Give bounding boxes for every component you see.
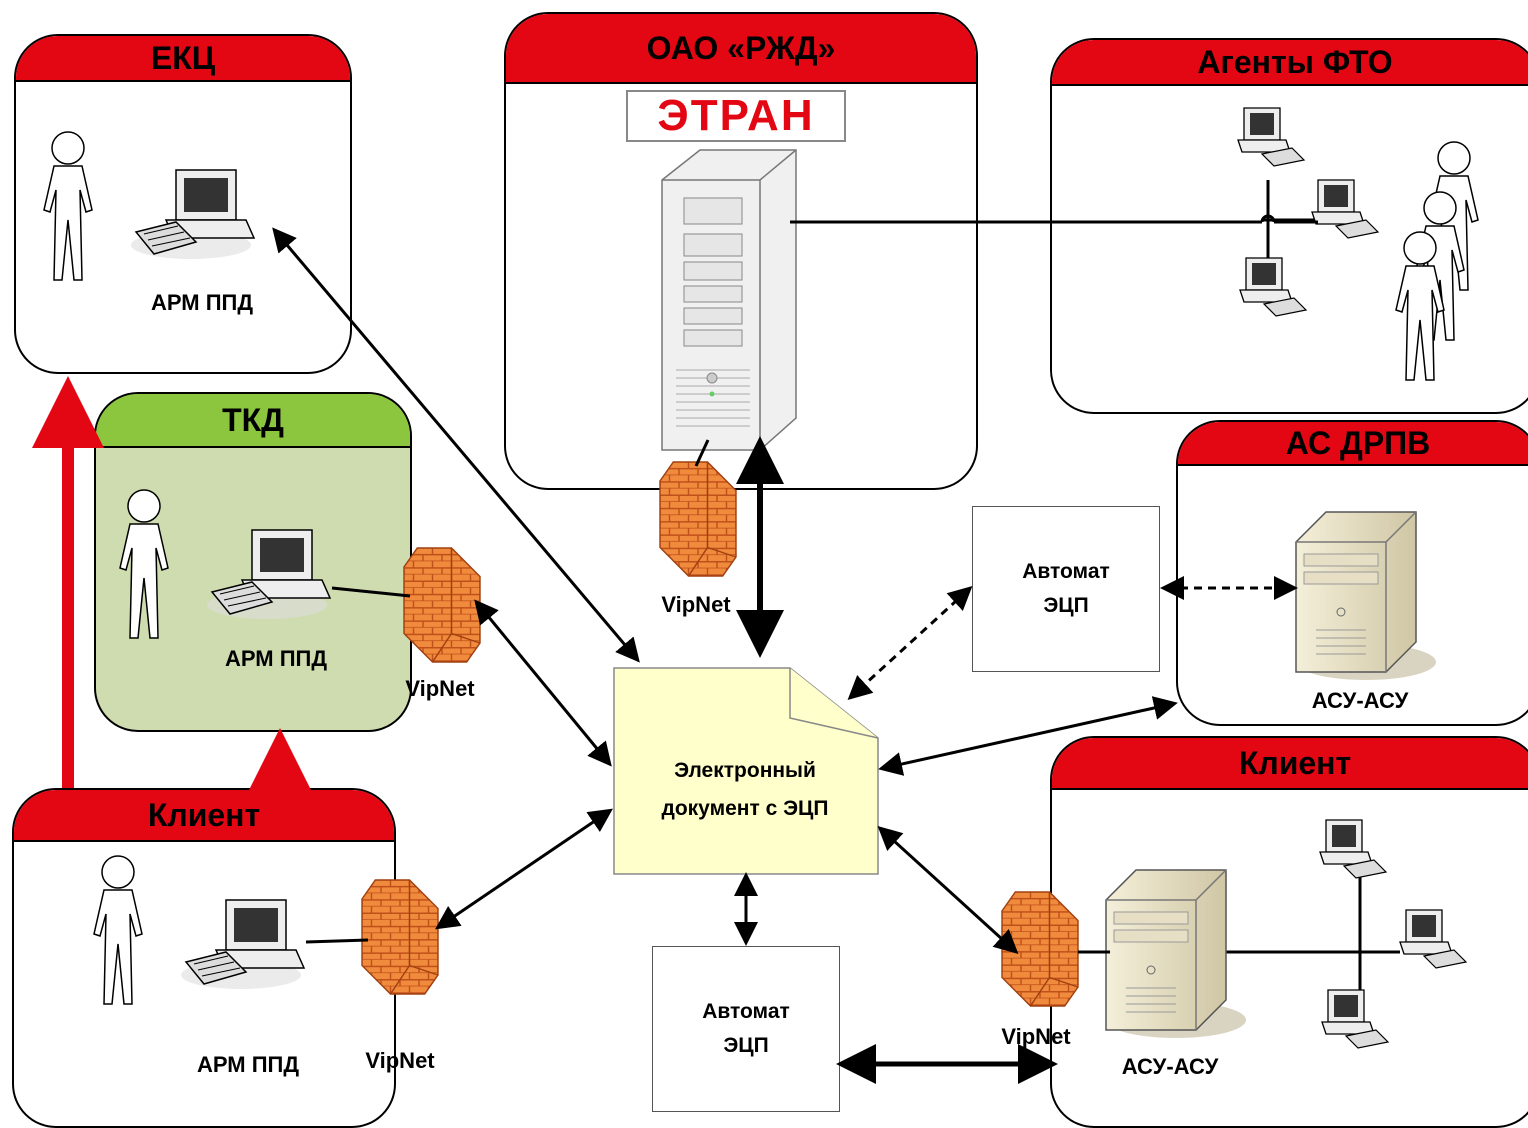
automat-bottom-line2: ЭЦП — [723, 1034, 769, 1057]
client-right-network-line — [1210, 870, 1400, 1030]
ekc-title: ЕКЦ — [16, 36, 350, 82]
rzd-firewall-icon — [659, 461, 737, 577]
client-right-workstation-icon-3 — [1321, 989, 1389, 1049]
automat-top-line2: ЭЦП — [1043, 594, 1089, 617]
client-left-pc-to-firewall-line — [305, 938, 369, 944]
as-drpv-server-icon — [1295, 511, 1437, 681]
etran-hop — [1260, 214, 1276, 223]
tkd-arm-label: АРМ ППД — [224, 646, 327, 671]
document-line2: документ с ЭЦП — [661, 797, 829, 820]
arrow-asdrpv-document — [878, 696, 1178, 776]
client-right-server-icon — [1105, 869, 1247, 1039]
ekc-arm-label: АРМ ППД — [150, 290, 253, 315]
as-drpv-title: АС ДРПВ — [1178, 422, 1528, 466]
client-right-workstation-icon-2 — [1399, 909, 1467, 969]
client-right-workstation-icon-1 — [1319, 819, 1387, 879]
etran-label: ЭТРАН — [626, 90, 846, 142]
tkd-pc-to-firewall-line — [331, 586, 411, 598]
arrow-automat-top-document — [847, 585, 973, 701]
arrow-ekc-document — [272, 227, 640, 663]
rzd-title: ОАО «РЖД» — [506, 14, 976, 84]
tkd-workstation-icon — [206, 529, 331, 620]
tkd-firewall-icon — [403, 547, 481, 663]
client-left-vipnet-label: VipNet — [365, 1048, 435, 1073]
arrow-tkd-firewall-document — [474, 599, 612, 767]
agents-title: Агенты ФТО — [1052, 40, 1528, 86]
arrow-client-left-firewall-document — [435, 808, 613, 930]
agents-workstation-icon-3 — [1239, 257, 1307, 317]
client-left-title: Клиент — [14, 790, 394, 842]
client-right-asu-label: АСУ-АСУ — [1121, 1054, 1219, 1079]
automat-top-line1: Автомат — [1022, 560, 1110, 583]
rzd-vipnet-label: VipNet — [661, 592, 731, 617]
client-left-firewall-icon — [361, 879, 439, 995]
agents-workstation-icon-1 — [1237, 107, 1305, 167]
client-right-vipnet-label: VipNet — [1001, 1024, 1071, 1049]
tkd-person-icon — [119, 489, 169, 639]
document-fold — [789, 668, 879, 739]
arrow-document-client-right-firewall — [877, 825, 1019, 955]
client-left-arm-label: АРМ ППД — [196, 1052, 299, 1077]
rzd-firewall-to-server-line — [694, 439, 710, 467]
document-line1: Электронный — [674, 759, 816, 782]
client-left-person-icon — [93, 855, 143, 1005]
ekc-workstation-icon — [130, 169, 255, 260]
client-left-workstation-icon — [180, 899, 305, 990]
agents-workstation-icon-2 — [1311, 179, 1379, 239]
as-drpv-asu-label: АСУ-АСУ — [1311, 688, 1409, 713]
document-text: Электронный документ с ЭЦП — [614, 752, 876, 828]
ekc-person-icon — [43, 131, 93, 281]
client-right-title: Клиент — [1052, 738, 1528, 790]
tkd-vipnet-label: VipNet — [405, 676, 475, 701]
etran-server-icon — [661, 149, 797, 451]
automat-bottom-line1: Автомат — [702, 1000, 790, 1023]
